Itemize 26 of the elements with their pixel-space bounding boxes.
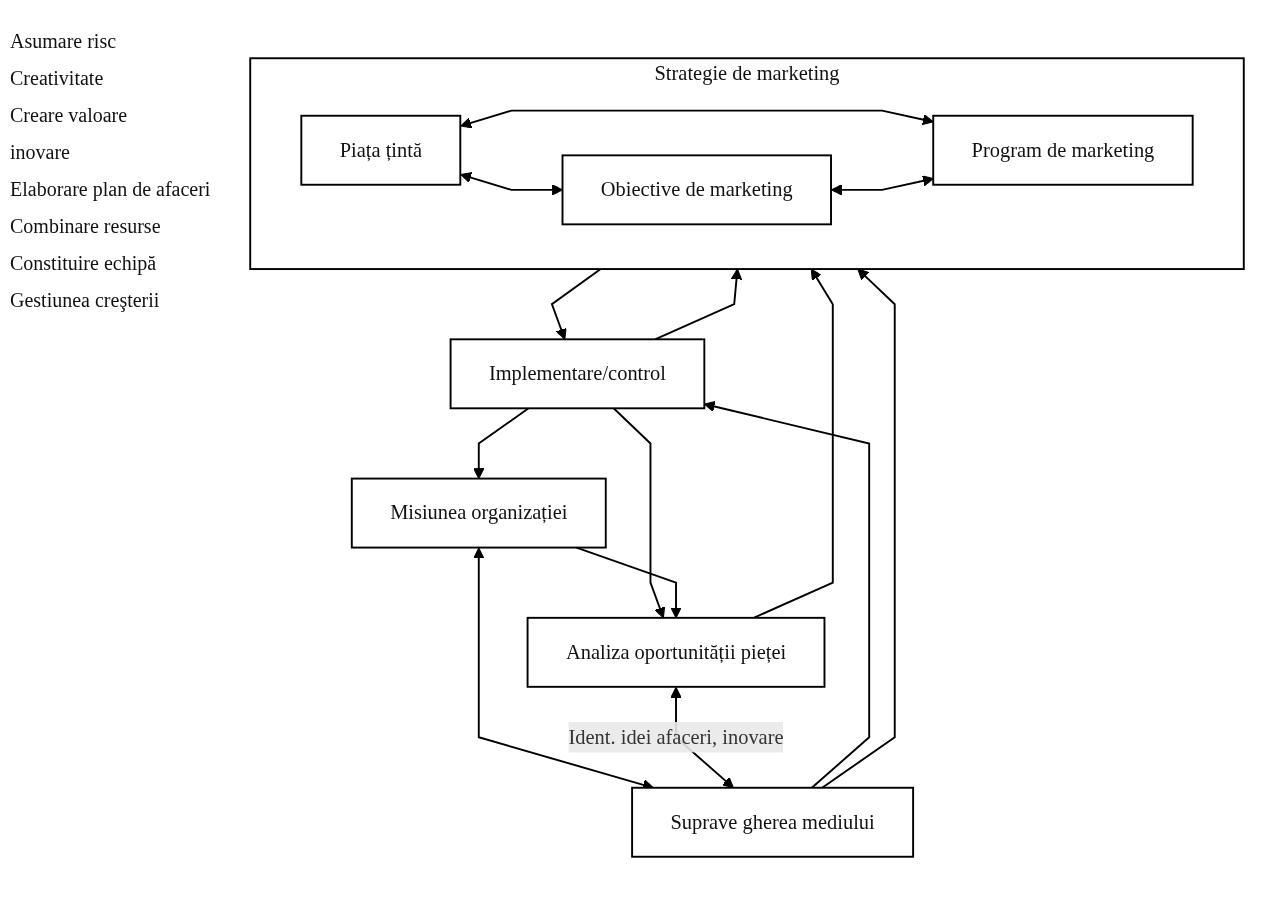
arrow [752, 268, 834, 619]
phase-label: Gestiunea creşterii [10, 289, 161, 312]
edge-label: Ident. idei afaceri, inovare [568, 725, 784, 748]
arrow [821, 268, 896, 789]
phase-label: Combinare resurse [10, 215, 162, 238]
phase-label: Creare valoare [10, 104, 129, 127]
node-box: Program de marketing [932, 114, 1194, 186]
node-box: Analiza oportunității pieței [526, 616, 826, 688]
node-box: Obiective de marketing [561, 154, 832, 226]
arrow [654, 268, 743, 341]
arrow [831, 175, 934, 196]
phase-label: Constituire echipă [10, 252, 158, 275]
node-box: Piața țintă [300, 114, 462, 186]
node-box: Misiunea organizației [350, 477, 607, 549]
arrow [473, 407, 530, 480]
arrow [460, 172, 563, 196]
arrow [703, 401, 871, 789]
phase-label: Asumare risc [10, 30, 118, 53]
arrow [460, 109, 934, 129]
phase-label: inovare [10, 141, 71, 164]
phase-label: Elaborare plan de afaceri [10, 178, 212, 201]
arrow [612, 407, 666, 619]
node-box: Implementare/control [449, 338, 706, 410]
node-box: Suprave gherea mediului [631, 786, 915, 858]
arrow [550, 268, 602, 340]
phase-label: Creativitate [10, 67, 105, 90]
